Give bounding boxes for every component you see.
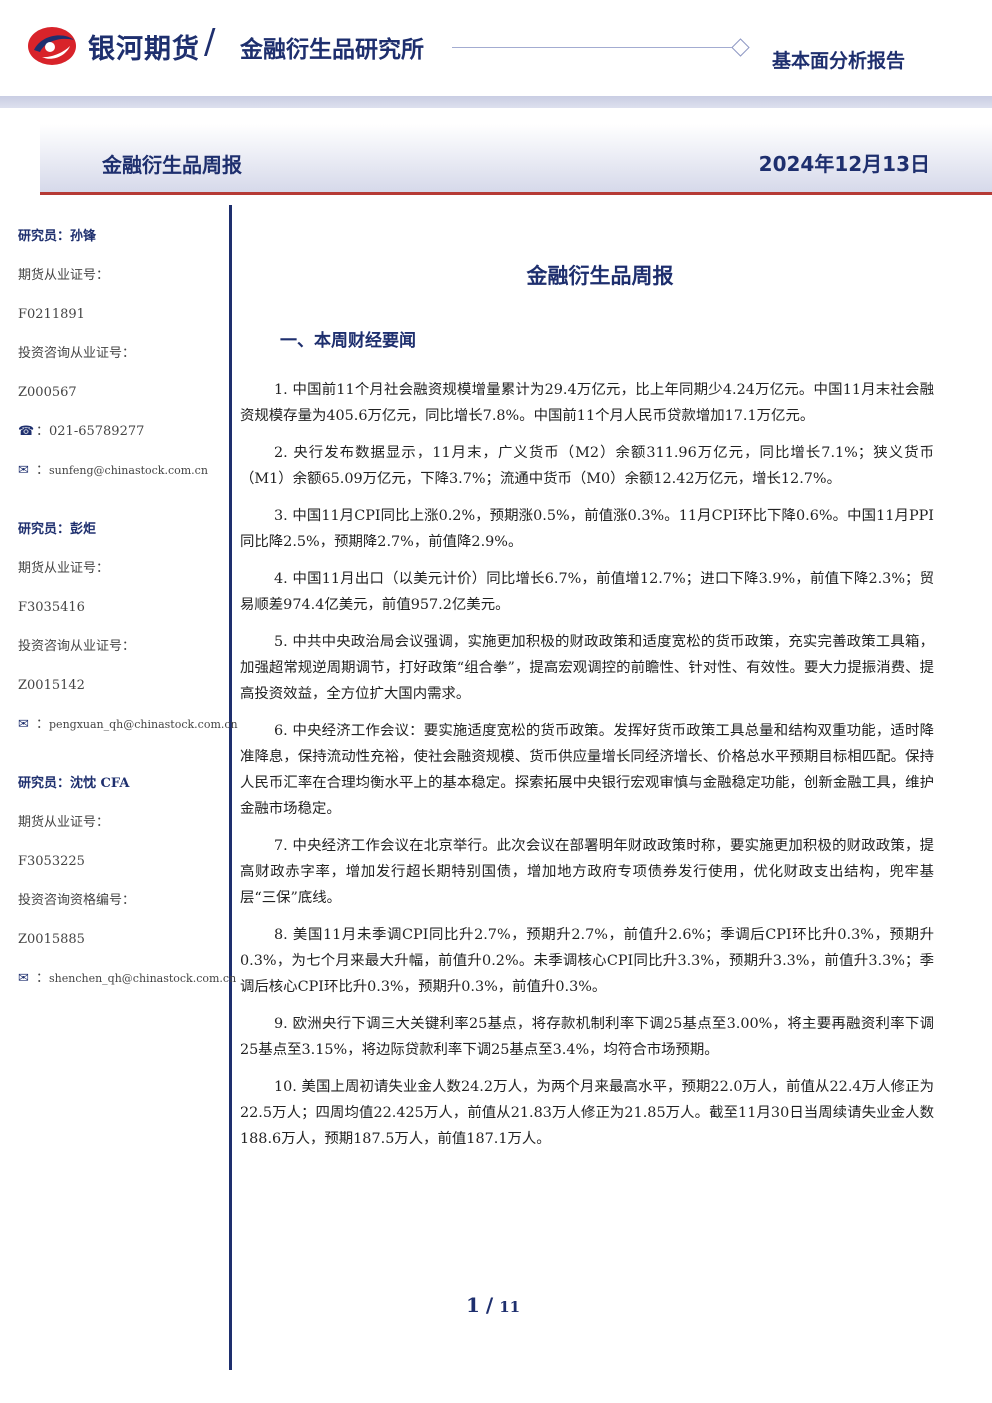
brand-name: 银河期货 xyxy=(88,34,200,65)
section-heading: 一、本周财经要闻 xyxy=(280,331,416,351)
news-item: 6. 中央经济工作会议：要实施适度宽松的货币政策。发挥好货币政策工具总量和结构双… xyxy=(240,723,934,817)
researcher-name: 研究员：沈忱 CFA xyxy=(18,776,130,791)
researcher-card: 研究员：彭炬 期货从业证号： F3035416 投资咨询从业证号： Z00151… xyxy=(18,515,238,749)
header-stripe xyxy=(0,96,992,108)
consult-cert-label: 投资咨询从业证号： xyxy=(18,639,136,654)
futures-cert-label: 期货从业证号： xyxy=(18,268,110,283)
brand-divider: / xyxy=(204,22,216,62)
researcher-sidebar: 研究员：孙锋 期货从业证号： F0211891 投资咨询从业证号： Z00056… xyxy=(18,222,238,1023)
page-separator: / xyxy=(485,1293,494,1317)
envelope-icon: ✉ xyxy=(18,463,29,478)
galaxy-logo-icon xyxy=(28,27,76,65)
news-list: 1. 中国前11个月社会融资规模增量累计为29.4万亿元，比上年同期少4.24万… xyxy=(240,377,934,1152)
news-item: 4. 中国11月出口（以美元计价）同比增长6.7%，前值增12.7%；进口下降3… xyxy=(240,571,934,613)
email-row: ✉：pengxuan_qh@chinastock.com.cn xyxy=(18,710,238,749)
futures-cert-label: 期货从业证号： xyxy=(18,815,110,830)
sidebar-divider xyxy=(229,205,232,1370)
envelope-icon: ✉ xyxy=(18,971,29,986)
news-item: 3. 中国11月CPI同比上涨0.2%，预期涨0.5%，前值涨0.3%。11月C… xyxy=(240,508,934,550)
decorative-line xyxy=(452,47,734,48)
phone-icon: ☎ xyxy=(18,424,35,439)
email-address[interactable]: pengxuan_qh@chinastock.com.cn xyxy=(49,718,238,731)
main-content: 金融衍生品周报 一、本周财经要闻 1. 中国前11个月社会融资规模增量累计为29… xyxy=(240,260,934,1163)
consult-cert-number: Z000567 xyxy=(18,385,77,400)
researcher-name: 研究员：彭炬 xyxy=(18,522,97,537)
band-title: 金融衍生品周报 xyxy=(102,153,242,177)
diamond-icon xyxy=(731,38,750,57)
news-item: 7. 中央经济工作会议在北京举行。此次会议在部署明年财政政策时称，要实施更加积极… xyxy=(240,838,934,906)
email-address[interactable]: shenchen_qh@chinastock.com.cn xyxy=(49,972,237,985)
futures-cert-label: 期货从业证号： xyxy=(18,561,110,576)
current-page: 1 xyxy=(466,1293,480,1317)
envelope-icon: ✉ xyxy=(18,717,29,732)
news-item: 10. 美国上周初请失业金人数24.2万人，为两个月来最高水平，预期22.0万人… xyxy=(240,1079,934,1147)
institute-name: 金融衍生品研究所 xyxy=(240,37,424,63)
futures-cert-number: F3035416 xyxy=(18,600,85,615)
researcher-card: 研究员：孙锋 期货从业证号： F0211891 投资咨询从业证号： Z00056… xyxy=(18,222,226,495)
consult-cert-number: Z0015885 xyxy=(18,932,85,947)
consult-cert-label: 投资咨询资格编号： xyxy=(18,893,136,908)
news-item: 1. 中国前11个月社会融资规模增量累计为29.4万亿元，比上年同期少4.24万… xyxy=(240,382,934,424)
researcher-card: 研究员：沈忱 CFA 期货从业证号： F3053225 投资咨询资格编号： Z0… xyxy=(18,769,236,1003)
futures-cert-number: F0211891 xyxy=(18,307,85,322)
news-item: 9. 欧洲央行下调三大关键利率25基点，将存款机制利率下调25基点至3.00%，… xyxy=(240,1016,934,1058)
report-header: 银河期货 / 金融衍生品研究所 基本面分析报告 xyxy=(0,0,992,96)
consult-cert-number: Z0015142 xyxy=(18,678,85,693)
email-row: ✉：sunfeng@chinastock.com.cn xyxy=(18,456,226,495)
researcher-name: 研究员：孙锋 xyxy=(18,229,97,244)
report-date: 2024年12月13日 xyxy=(758,152,930,176)
email-row: ✉：shenchen_qh@chinastock.com.cn xyxy=(18,964,236,1003)
page-number: 1/ 11 xyxy=(466,1293,520,1317)
total-pages: 11 xyxy=(499,1298,521,1316)
report-type: 基本面分析报告 xyxy=(772,50,906,72)
phone-number: 021-65789277 xyxy=(49,424,145,439)
news-item: 8. 美国11月未季调CPI同比升2.7%，预期升2.7%，前值升2.6%；季调… xyxy=(240,927,934,995)
consult-cert-label: 投资咨询从业证号： xyxy=(18,346,136,361)
title-band: 金融衍生品周报 2024年12月13日 xyxy=(40,124,992,195)
news-item: 5. 中共中央政治局会议强调，实施更加积极的财政政策和适度宽松的货币政策，充实完… xyxy=(240,634,934,702)
futures-cert-number: F3053225 xyxy=(18,854,85,869)
document-title: 金融衍生品周报 xyxy=(526,264,674,288)
news-item: 2. 央行发布数据显示，11月末，广义货币（M2）余额311.96万亿元，同比增… xyxy=(240,445,934,487)
phone-row: ☎：021-65789277 xyxy=(18,417,226,456)
email-address[interactable]: sunfeng@chinastock.com.cn xyxy=(49,464,208,477)
